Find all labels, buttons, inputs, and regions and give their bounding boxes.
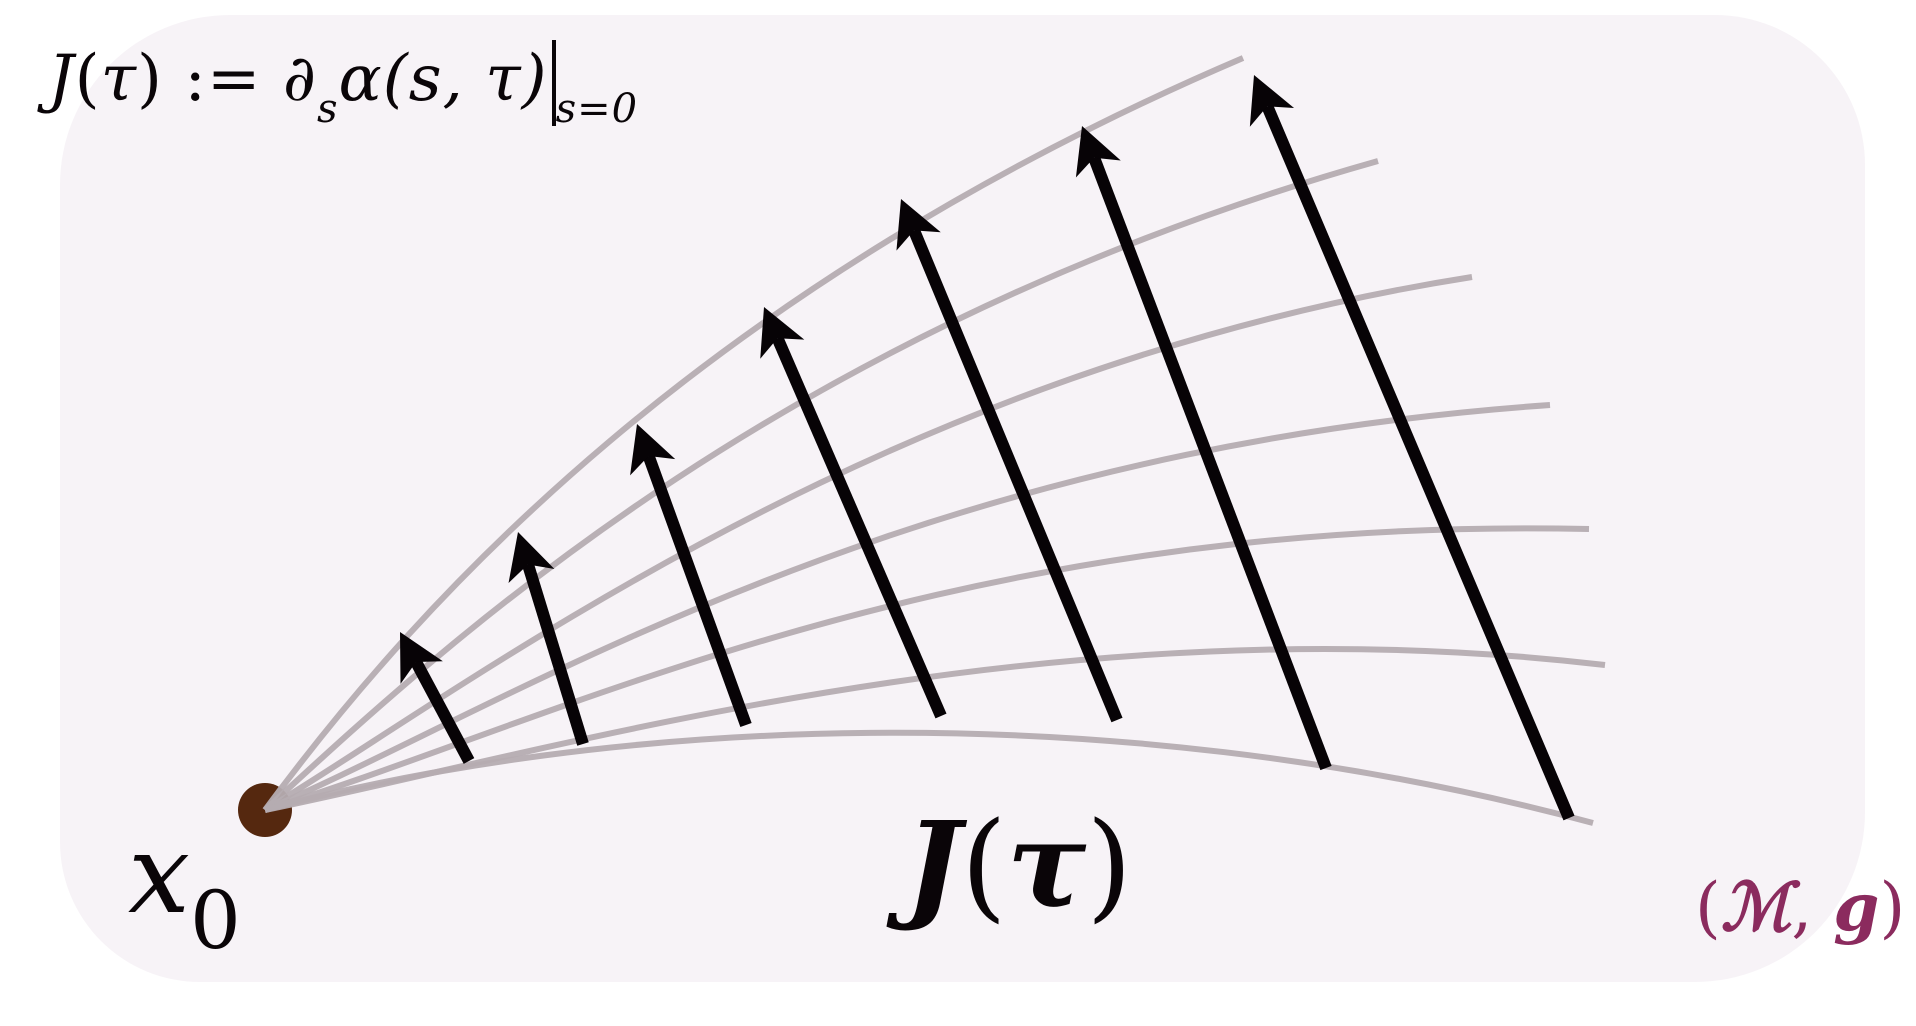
base-point-label: x0 <box>128 810 241 967</box>
variation-alpha: α <box>338 42 383 116</box>
jacobi-vector-shaft <box>1261 103 1575 821</box>
formula-lhs: J <box>48 42 75 116</box>
arrowhead-icon <box>508 532 555 584</box>
geodesic-curve <box>263 274 1473 813</box>
geodesic-curve <box>264 525 1590 813</box>
arrowhead-icon <box>630 424 676 476</box>
jacobi-field-label: J(τ) <box>905 795 1133 934</box>
jacobi-vector-shaft <box>522 562 589 746</box>
metric-symbol: g <box>1833 868 1880 946</box>
manifold-label: (ℳ, g) <box>1695 868 1906 946</box>
arrowhead-icon <box>400 632 443 684</box>
geodesic-curve <box>263 402 1551 813</box>
arrowhead-icon <box>896 199 941 251</box>
partial-symbol: ∂ <box>282 42 317 116</box>
geodesic-curve <box>264 729 1594 826</box>
geodesic-curve <box>262 55 1245 812</box>
arrowhead-icon <box>760 307 805 359</box>
jacobi-vector-shaft <box>771 335 947 719</box>
jacobi-vector-shaft <box>908 228 1123 723</box>
jacobi-vector-shaft <box>1088 155 1332 771</box>
defeq-symbol: := <box>163 42 283 116</box>
evaluation-bar <box>551 40 556 126</box>
manifold-background-panel <box>60 15 1865 982</box>
jacobi-vector-shaft <box>410 659 475 764</box>
manifold-symbol: ℳ <box>1720 868 1792 946</box>
geodesic-curve <box>264 646 1606 813</box>
jacobi-field-definition: J(τ) := ∂sα(s, τ)s=0 <box>48 40 639 132</box>
jacobi-field-vectors <box>400 75 1575 821</box>
arrowhead-icon <box>1249 75 1295 127</box>
jacobi-vector-shaft <box>642 453 752 728</box>
arrowhead-icon <box>1075 126 1121 178</box>
